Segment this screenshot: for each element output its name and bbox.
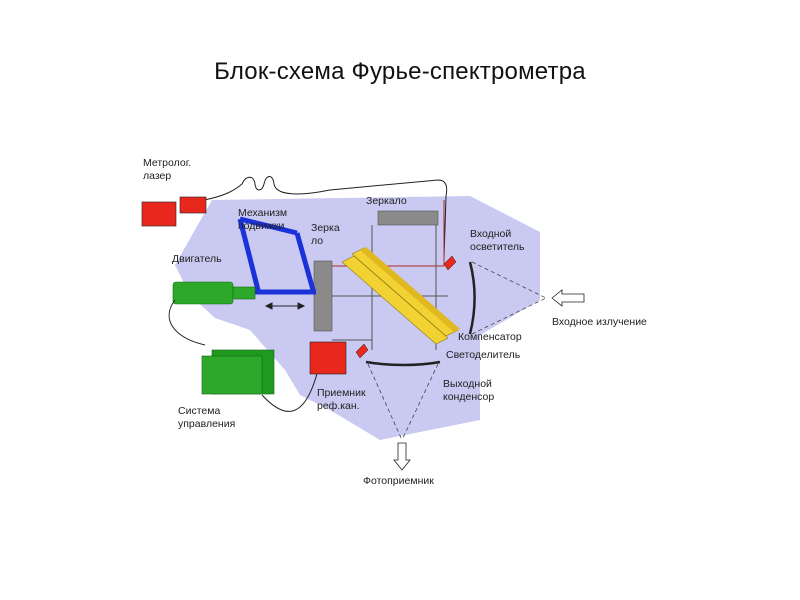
label-motor: Двигатель (172, 253, 222, 265)
page-title: Блок-схема Фурье-спектрометра (214, 58, 586, 85)
input-illuminator-prism (443, 255, 457, 271)
output-cone (367, 363, 439, 441)
reference-prism (355, 343, 369, 359)
movable-mirror (313, 260, 333, 332)
laser-head (179, 196, 207, 214)
label-input-radiation: Входное излучение (552, 316, 647, 328)
top-mirror (377, 210, 439, 226)
photodetector-arrow (393, 442, 411, 471)
laser-body (141, 201, 177, 227)
control-cable (261, 369, 319, 412)
label-beamsplitter: Светоделитель (446, 349, 521, 361)
motor-body (172, 281, 234, 305)
label-photodetector: Фотоприемник (363, 475, 434, 487)
entrance-lens (468, 261, 476, 335)
motor-cable (168, 299, 206, 346)
mechanism-frame (237, 216, 316, 295)
instrument-housing-blob (175, 196, 540, 440)
laser-fiber-cable (203, 176, 448, 259)
label-laser: Метролог.лазер (143, 157, 192, 182)
motor-shaft (232, 286, 256, 300)
reference-receiver (309, 341, 347, 375)
label-compensator: Компенсатор (458, 331, 522, 343)
beamsplitter-compensator (341, 247, 460, 345)
control-unit-front (201, 355, 263, 395)
output-condenser-lens (365, 360, 441, 367)
label-top-mirror: Зеркало (366, 195, 407, 207)
motion-arrow (264, 302, 306, 310)
input-radiation-arrow (551, 289, 585, 307)
